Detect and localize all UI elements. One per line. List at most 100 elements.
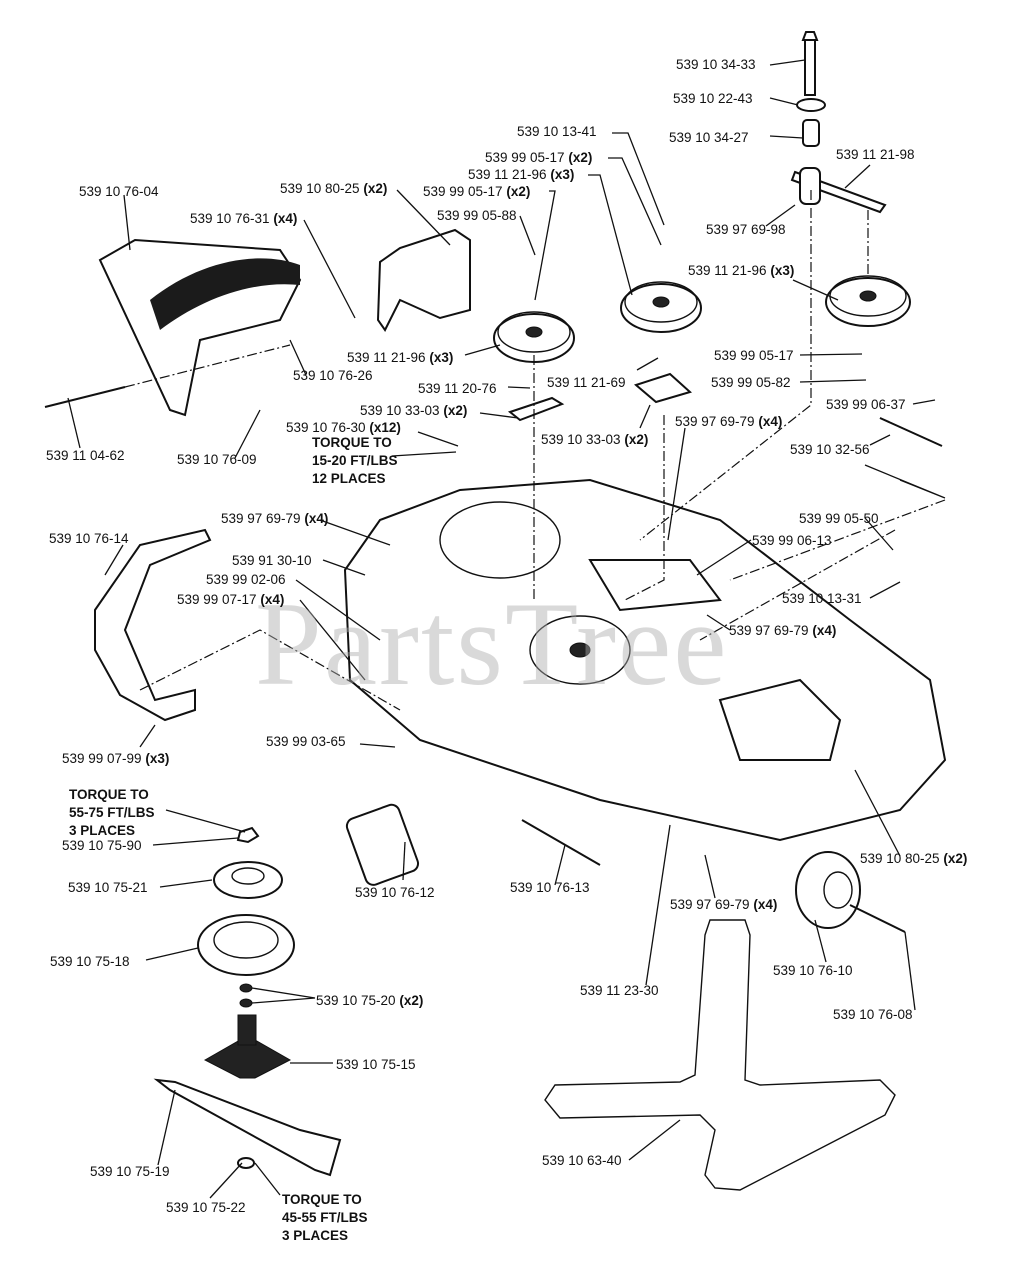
part-label[interactable]: 539 10 13-41 bbox=[517, 124, 597, 139]
quantity: (x3) bbox=[770, 263, 795, 278]
idler-pulley-right bbox=[825, 275, 911, 327]
torque-note-line: 55-75 FT/LBS bbox=[69, 805, 155, 820]
part-label[interactable]: 539 11 23-30 bbox=[580, 983, 659, 998]
part-label[interactable]: 539 10 75-20 (x2) bbox=[316, 993, 423, 1008]
part-label[interactable]: 539 99 06-37 bbox=[826, 397, 906, 412]
bolt-part bbox=[801, 31, 819, 96]
part-label[interactable]: 539 10 76-09 bbox=[177, 452, 257, 467]
part-label[interactable]: 539 10 13-31 bbox=[782, 591, 862, 606]
part-label[interactable]: 539 91 30-10 bbox=[232, 553, 312, 568]
part-label[interactable]: 539 10 34-27 bbox=[669, 130, 749, 145]
torque-note-line: TORQUE TO bbox=[282, 1192, 362, 1207]
part-label[interactable]: 539 10 76-14 bbox=[49, 531, 129, 546]
part-label[interactable]: 539 99 05-17 (x2) bbox=[485, 150, 592, 165]
part-number: 539 97 69-79 bbox=[670, 897, 750, 912]
spindle-housing-part bbox=[203, 1014, 292, 1079]
part-label[interactable]: 539 11 21-96 (x3) bbox=[468, 167, 574, 182]
idler-pulley-center bbox=[620, 281, 702, 333]
part-number: 539 11 21-98 bbox=[836, 147, 915, 162]
part-label[interactable]: 539 10 76-08 bbox=[833, 1007, 913, 1022]
part-number: 539 97 69-79 bbox=[221, 511, 301, 526]
part-label[interactable]: 539 10 76-04 bbox=[79, 184, 159, 199]
blade-part bbox=[153, 1078, 342, 1177]
torque-note: TORQUE TO 55-75 FT/LBS 3 PLACES bbox=[69, 786, 155, 840]
part-label[interactable]: 539 10 75-18 bbox=[50, 954, 130, 969]
nut-part bbox=[236, 826, 260, 844]
part-label[interactable]: 539 11 21-96 (x3) bbox=[347, 350, 453, 365]
gauge-wheel-part bbox=[795, 851, 861, 929]
quantity: (x4) bbox=[812, 623, 837, 638]
part-label[interactable]: 539 10 63-40 bbox=[542, 1153, 622, 1168]
part-label[interactable]: 539 11 04-62 bbox=[46, 448, 125, 463]
part-number: 539 10 33-03 bbox=[541, 432, 621, 447]
part-number: 539 99 05-50 bbox=[799, 511, 879, 526]
part-label[interactable]: 539 11 20-76 bbox=[418, 381, 497, 396]
plate-part bbox=[633, 372, 692, 404]
part-label[interactable]: 539 10 75-19 bbox=[90, 1164, 170, 1179]
quantity: (x4) bbox=[273, 211, 298, 226]
part-label[interactable]: 539 10 76-26 bbox=[293, 368, 373, 383]
quantity: (x2) bbox=[506, 184, 531, 199]
part-label[interactable]: 539 97 69-79 (x4) bbox=[675, 414, 782, 429]
part-label[interactable]: 539 97 69-79 (x4) bbox=[670, 897, 777, 912]
part-number: 539 91 30-10 bbox=[232, 553, 312, 568]
part-label[interactable]: 539 99 06-13 bbox=[752, 533, 832, 548]
part-number: 539 10 75-22 bbox=[166, 1200, 246, 1215]
part-number: 539 10 76-31 bbox=[190, 211, 270, 226]
quantity: (x2) bbox=[624, 432, 649, 447]
part-label[interactable]: 539 10 76-10 bbox=[773, 963, 853, 978]
part-label[interactable]: 539 99 07-99 (x3) bbox=[62, 751, 169, 766]
part-label[interactable]: 539 11 21-96 (x3) bbox=[688, 263, 794, 278]
part-label[interactable]: 539 10 34-33 bbox=[676, 57, 756, 72]
quantity: (x4) bbox=[758, 414, 783, 429]
part-label[interactable]: 539 99 05-88 bbox=[437, 208, 517, 223]
part-label[interactable]: 539 10 32-56 bbox=[790, 442, 870, 457]
part-label[interactable]: 539 10 22-43 bbox=[673, 91, 753, 106]
part-label[interactable]: 539 99 05-82 bbox=[711, 375, 791, 390]
part-number: 539 10 34-33 bbox=[676, 57, 756, 72]
part-label[interactable]: 539 97 69-98 bbox=[706, 222, 786, 237]
part-label[interactable]: 539 11 21-98 bbox=[836, 147, 915, 162]
part-label[interactable]: 539 10 76-13 bbox=[510, 880, 590, 895]
quantity: (x2) bbox=[443, 403, 468, 418]
part-label[interactable]: 539 99 05-17 bbox=[714, 348, 794, 363]
part-label[interactable]: 539 10 75-21 bbox=[68, 880, 148, 895]
part-label[interactable]: 539 10 76-30 (x12) bbox=[286, 420, 401, 435]
leader-lines bbox=[67, 59, 946, 1199]
part-label[interactable]: 539 10 75-22 bbox=[166, 1200, 246, 1215]
part-number: 539 10 32-56 bbox=[790, 442, 870, 457]
part-label[interactable]: 539 99 07-17 (x4) bbox=[177, 592, 284, 607]
part-label[interactable]: 539 99 02-06 bbox=[206, 572, 286, 587]
part-label[interactable]: 539 97 69-79 (x4) bbox=[729, 623, 836, 638]
part-label[interactable]: 539 11 21-69 bbox=[547, 375, 626, 390]
part-number: 539 97 69-79 bbox=[729, 623, 809, 638]
assembly-line bbox=[139, 629, 401, 711]
part-label[interactable]: 539 10 76-12 bbox=[355, 885, 435, 900]
quantity: (x4) bbox=[304, 511, 329, 526]
part-label[interactable]: 539 10 80-25 (x2) bbox=[280, 181, 387, 196]
part-number: 539 99 05-88 bbox=[437, 208, 517, 223]
part-number: 539 99 05-17 bbox=[423, 184, 503, 199]
part-number: 539 97 69-98 bbox=[706, 222, 786, 237]
part-label[interactable]: 539 10 33-03 (x2) bbox=[541, 432, 648, 447]
part-number: 539 10 75-90 bbox=[62, 838, 142, 853]
part-number: 539 11 21-96 bbox=[347, 350, 426, 365]
part-label[interactable]: 539 10 76-31 (x4) bbox=[190, 211, 297, 226]
part-label[interactable]: 539 10 75-90 bbox=[62, 838, 142, 853]
part-number: 539 10 76-04 bbox=[79, 184, 159, 199]
part-number: 539 10 63-40 bbox=[542, 1153, 622, 1168]
torque-note-line: TORQUE TO bbox=[312, 435, 392, 450]
part-label[interactable]: 539 99 03-65 bbox=[266, 734, 346, 749]
part-label[interactable]: 539 99 05-50 bbox=[799, 511, 879, 526]
part-label[interactable]: 539 10 80-25 (x2) bbox=[860, 851, 967, 866]
torque-note-line: 15-20 FT/LBS bbox=[312, 453, 398, 468]
part-label[interactable]: 539 10 33-03 (x2) bbox=[360, 403, 467, 418]
part-label[interactable]: 539 99 05-17 (x2) bbox=[423, 184, 530, 199]
part-number: 539 11 20-76 bbox=[418, 381, 497, 396]
torque-note: TORQUE TO 15-20 FT/LBS 12 PLACES bbox=[312, 434, 398, 488]
part-number: 539 10 76-08 bbox=[833, 1007, 913, 1022]
part-number: 539 99 06-13 bbox=[752, 533, 832, 548]
bearing-part bbox=[239, 983, 253, 993]
part-label[interactable]: 539 10 75-15 bbox=[336, 1057, 416, 1072]
part-label[interactable]: 539 97 69-79 (x4) bbox=[221, 511, 328, 526]
